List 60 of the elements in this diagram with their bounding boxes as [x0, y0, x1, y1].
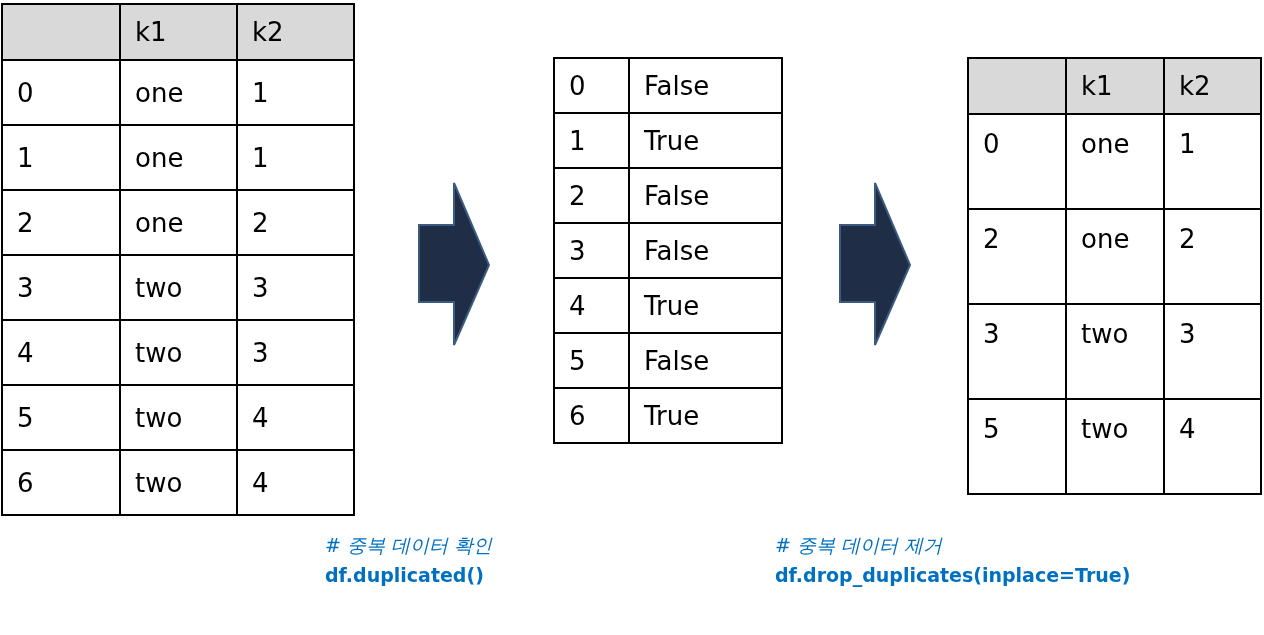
table-cell: False — [630, 224, 783, 279]
table-cell: 6 — [3, 451, 121, 516]
table-cell: one — [1067, 210, 1165, 305]
table-cell: two — [121, 386, 238, 451]
data-table — [1, 3, 355, 516]
table-cell: two — [121, 321, 238, 386]
table-cell: 4 — [555, 279, 630, 334]
table-cell: 1 — [1165, 115, 1262, 210]
code-text: df.duplicated() — [325, 564, 485, 587]
table-cell: one — [121, 191, 238, 256]
code-comment: # 중복 데이터 확인 — [325, 533, 493, 558]
table-cell: 4 — [3, 321, 121, 386]
table-cell: 2 — [969, 210, 1067, 305]
table-cell: 2 — [3, 191, 121, 256]
table-cell: one — [121, 61, 238, 126]
table-cell: 0 — [969, 115, 1067, 210]
table-cell: 1 — [555, 114, 630, 169]
table-cell: 1 — [238, 61, 355, 126]
data-table — [553, 57, 783, 444]
table-cell: True — [630, 279, 783, 334]
table-cell: False — [630, 334, 783, 389]
table-cell: two — [121, 256, 238, 321]
table-cell: two — [121, 451, 238, 516]
table-cell: 5 — [969, 400, 1067, 495]
table-cell: 3 — [1165, 305, 1262, 400]
table-cell: 4 — [238, 386, 355, 451]
table-cell: 5 — [3, 386, 121, 451]
table-cell: two — [1067, 305, 1165, 400]
table-cell: 1 — [3, 126, 121, 191]
table-cell: 3 — [238, 321, 355, 386]
table-cell: True — [630, 114, 783, 169]
table-cell: two — [1067, 400, 1165, 495]
table-cell: 5 — [555, 334, 630, 389]
table-cell: 6 — [555, 389, 630, 444]
table-cell: 3 — [969, 305, 1067, 400]
column-header: k1 — [121, 5, 238, 61]
table-cell: 0 — [555, 59, 630, 114]
table-cell: 1 — [238, 126, 355, 191]
code-comment: # 중복 데이터 제거 — [775, 533, 943, 558]
table-cell: True — [630, 389, 783, 444]
column-header: k2 — [1165, 59, 1262, 115]
data-table — [967, 57, 1262, 495]
block-arrow — [839, 182, 912, 346]
table-cell: one — [121, 126, 238, 191]
column-header: k2 — [238, 5, 355, 61]
table-cell: False — [630, 59, 783, 114]
code-text: df.drop_duplicates(inplace=True) — [775, 564, 1132, 587]
table-cell: 3 — [238, 256, 355, 321]
column-header: k1 — [1067, 59, 1165, 115]
table-cell: 3 — [555, 224, 630, 279]
table-cell: 2 — [1165, 210, 1262, 305]
table-cell: 2 — [555, 169, 630, 224]
table-cell: 0 — [3, 61, 121, 126]
table-cell: False — [630, 169, 783, 224]
table-cell: 4 — [1165, 400, 1262, 495]
block-arrow — [418, 182, 491, 346]
table-cell: 3 — [3, 256, 121, 321]
table-cell: one — [1067, 115, 1165, 210]
table-cell: 4 — [238, 451, 355, 516]
table-cell: 2 — [238, 191, 355, 256]
